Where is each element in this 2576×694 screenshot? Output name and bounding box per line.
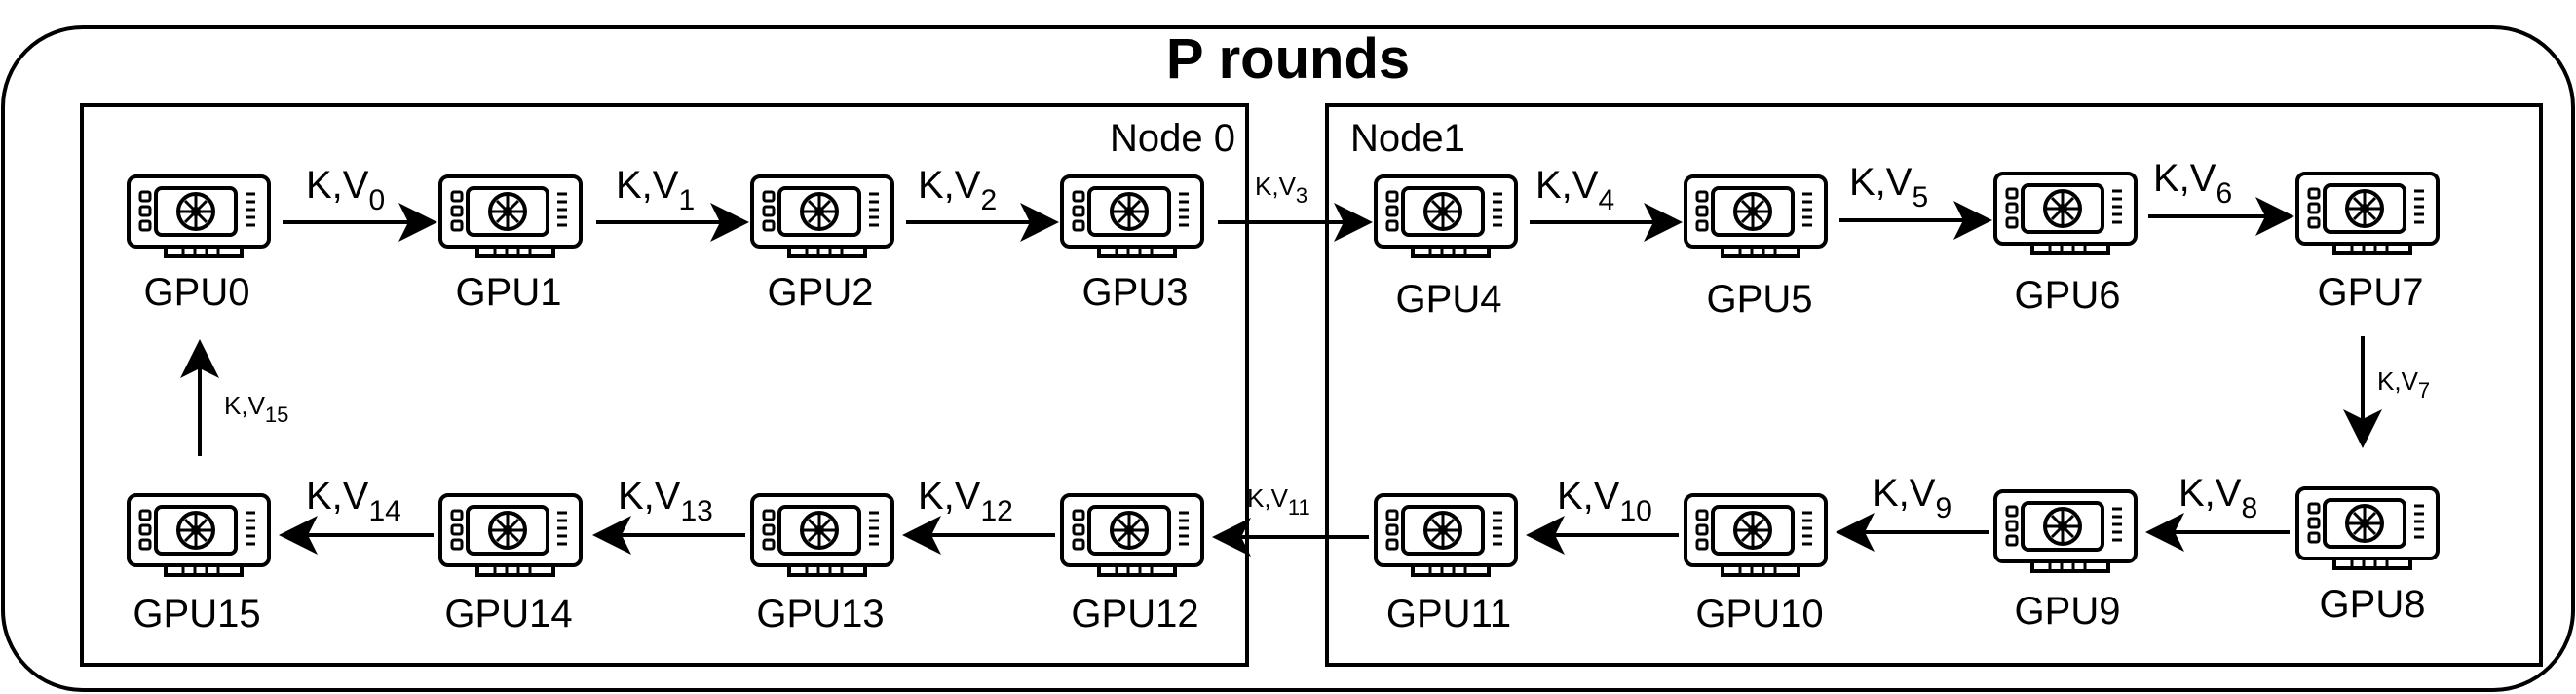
edge-label-kv9: K,V9 (1873, 472, 1951, 524)
gpu-5: GPU5 (1684, 174, 1828, 321)
gpu-card-icon (1374, 493, 1518, 577)
gpu-label: GPU8 (2320, 583, 2426, 626)
edge-label-kv8: K,V8 (2178, 472, 2257, 524)
gpu-1: GPU1 (438, 174, 583, 314)
gpu-9: GPU9 (1993, 489, 2138, 633)
node1-box (1325, 103, 2543, 667)
gpu-label: GPU1 (456, 271, 562, 314)
node0-label: Node 0 (1110, 117, 1235, 160)
gpu-card-icon (2295, 172, 2440, 255)
gpu-14: GPU14 (438, 493, 583, 636)
edge-label-kv6: K,V6 (2153, 157, 2232, 210)
gpu-card-icon (438, 493, 583, 577)
edge-label-kv2: K,V2 (918, 164, 997, 216)
gpu-card-icon (750, 174, 894, 258)
gpu-13: GPU13 (750, 493, 894, 636)
edge-label-kv5: K,V5 (1849, 161, 1928, 213)
gpu-label: GPU9 (2015, 590, 2121, 633)
gpu-label: GPU5 (1707, 278, 1813, 321)
gpu-label: GPU15 (133, 593, 260, 636)
edge-label-kv1: K,V1 (616, 164, 695, 216)
gpu-4: GPU4 (1374, 174, 1518, 321)
diagram-title: P rounds (1166, 27, 1410, 91)
gpu-card-icon (1060, 493, 1204, 577)
gpu-0: GPU0 (127, 174, 271, 314)
edge-label-kv10: K,V10 (1557, 475, 1652, 527)
gpu-card-icon (1374, 174, 1518, 258)
edge-label-kv0: K,V0 (306, 164, 385, 216)
gpu-label: GPU12 (1071, 593, 1198, 636)
gpu-card-icon (127, 493, 271, 577)
edge-label-kv3: K,V3 (1255, 172, 1307, 208)
gpu-card-icon (1993, 172, 2138, 255)
gpu-11: GPU11 (1374, 493, 1518, 636)
gpu-label: GPU4 (1396, 278, 1502, 321)
edge-label-kv12: K,V12 (918, 475, 1013, 527)
gpu-card-icon (750, 493, 894, 577)
gpu-label: GPU7 (2318, 271, 2424, 314)
edge-label-kv14: K,V14 (306, 475, 401, 527)
gpu-card-icon (2295, 486, 2440, 570)
outer-frame (1, 25, 2575, 692)
gpu-6: GPU6 (1993, 172, 2138, 317)
edge-label-kv11: K,V11 (1247, 483, 1310, 520)
node1-label: Node1 (1350, 117, 1465, 160)
edge-label-kv7: K,V7 (2377, 366, 2430, 403)
gpu-10: GPU10 (1684, 493, 1828, 636)
gpu-label: GPU13 (756, 593, 884, 636)
gpu-label: GPU14 (444, 593, 572, 636)
gpu-card-icon (1684, 493, 1828, 577)
gpu-label: GPU0 (144, 271, 250, 314)
gpu-15: GPU15 (127, 493, 271, 636)
gpu-8: GPU8 (2295, 486, 2440, 626)
edge-label-kv13: K,V13 (618, 475, 713, 527)
gpu-card-icon (1060, 174, 1204, 258)
node0-box (80, 103, 1249, 667)
gpu-card-icon (1993, 489, 2138, 573)
gpu-2: GPU2 (750, 174, 894, 314)
gpu-3: GPU3 (1060, 174, 1204, 314)
gpu-label: GPU10 (1695, 593, 1823, 636)
edge-label-kv4: K,V4 (1535, 164, 1614, 216)
gpu-card-icon (438, 174, 583, 258)
gpu-label: GPU11 (1386, 593, 1511, 636)
gpu-12: GPU12 (1060, 493, 1204, 636)
gpu-7: GPU7 (2295, 172, 2440, 314)
edge-label-kv15: K,V15 (224, 391, 288, 427)
gpu-card-icon (1684, 174, 1828, 258)
gpu-label: GPU2 (768, 271, 874, 314)
gpu-card-icon (127, 174, 271, 258)
gpu-label: GPU3 (1082, 271, 1189, 314)
gpu-label: GPU6 (2015, 274, 2121, 317)
